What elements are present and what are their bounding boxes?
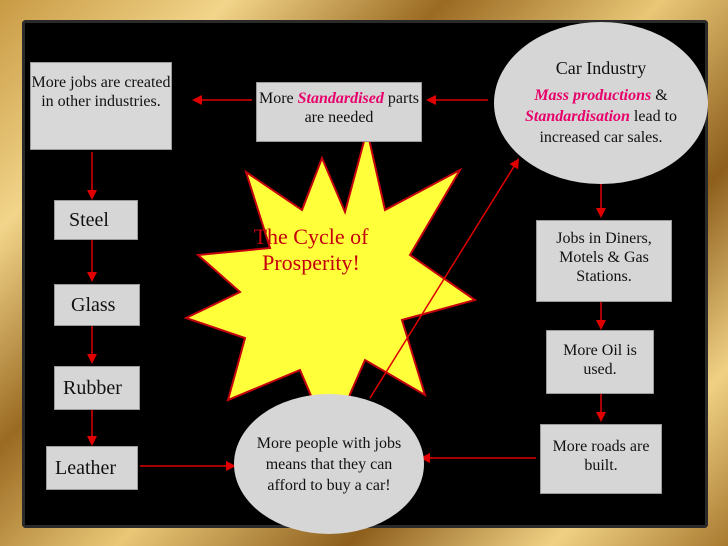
standardised-emphasis: Standardised	[297, 90, 384, 107]
rubber-label: Rubber	[63, 377, 122, 399]
standardised-box: More Standardised parts are needed	[256, 82, 422, 142]
arrow-people-to-car	[369, 158, 520, 399]
car-industry-ellipse: Car Industry Mass productions & Standard…	[494, 22, 708, 184]
rubber-box: Rubber	[54, 366, 140, 410]
more-people-ellipse: More people with jobs means that they ca…	[234, 394, 424, 534]
cycle-title-text: The Cycle of Prosperity!	[253, 224, 369, 275]
standardised-pre: More	[258, 90, 298, 107]
more-jobs-text: More jobs are created in other industrie…	[31, 74, 171, 110]
car-industry-title: Car Industry	[555, 58, 647, 78]
more-roads-text: More roads are built.	[552, 438, 650, 474]
glass-box: Glass	[54, 284, 140, 326]
steel-box: Steel	[54, 200, 138, 240]
more-oil-box: More Oil is used.	[546, 330, 654, 394]
leather-box: Leather	[46, 446, 138, 490]
more-roads-box: More roads are built.	[540, 424, 662, 494]
car-industry-amp: &	[651, 87, 668, 104]
car-industry-body: Mass productions & Standardisation lead …	[508, 85, 694, 148]
jobs-diners-box: Jobs in Diners, Motels & Gas Stations.	[536, 220, 672, 302]
car-industry-emphasis-1: Mass productions	[534, 87, 652, 104]
more-jobs-box: More jobs are created in other industrie…	[30, 62, 172, 150]
car-industry-post: lead to increased car sales.	[539, 108, 678, 146]
glass-label: Glass	[71, 294, 116, 316]
starburst-shape	[183, 129, 478, 443]
leather-label: Leather	[55, 457, 117, 479]
more-people-text: More people with jobs means that they ca…	[256, 434, 402, 494]
steel-label: Steel	[69, 209, 109, 231]
standardised-post: parts are needed	[304, 90, 419, 126]
more-oil-text: More Oil is used.	[563, 342, 637, 378]
cycle-title: The Cycle of Prosperity!	[246, 224, 376, 276]
car-industry-emphasis-2: Standardisation	[524, 108, 630, 125]
jobs-diners-text: Jobs in Diners, Motels & Gas Stations.	[556, 230, 652, 285]
